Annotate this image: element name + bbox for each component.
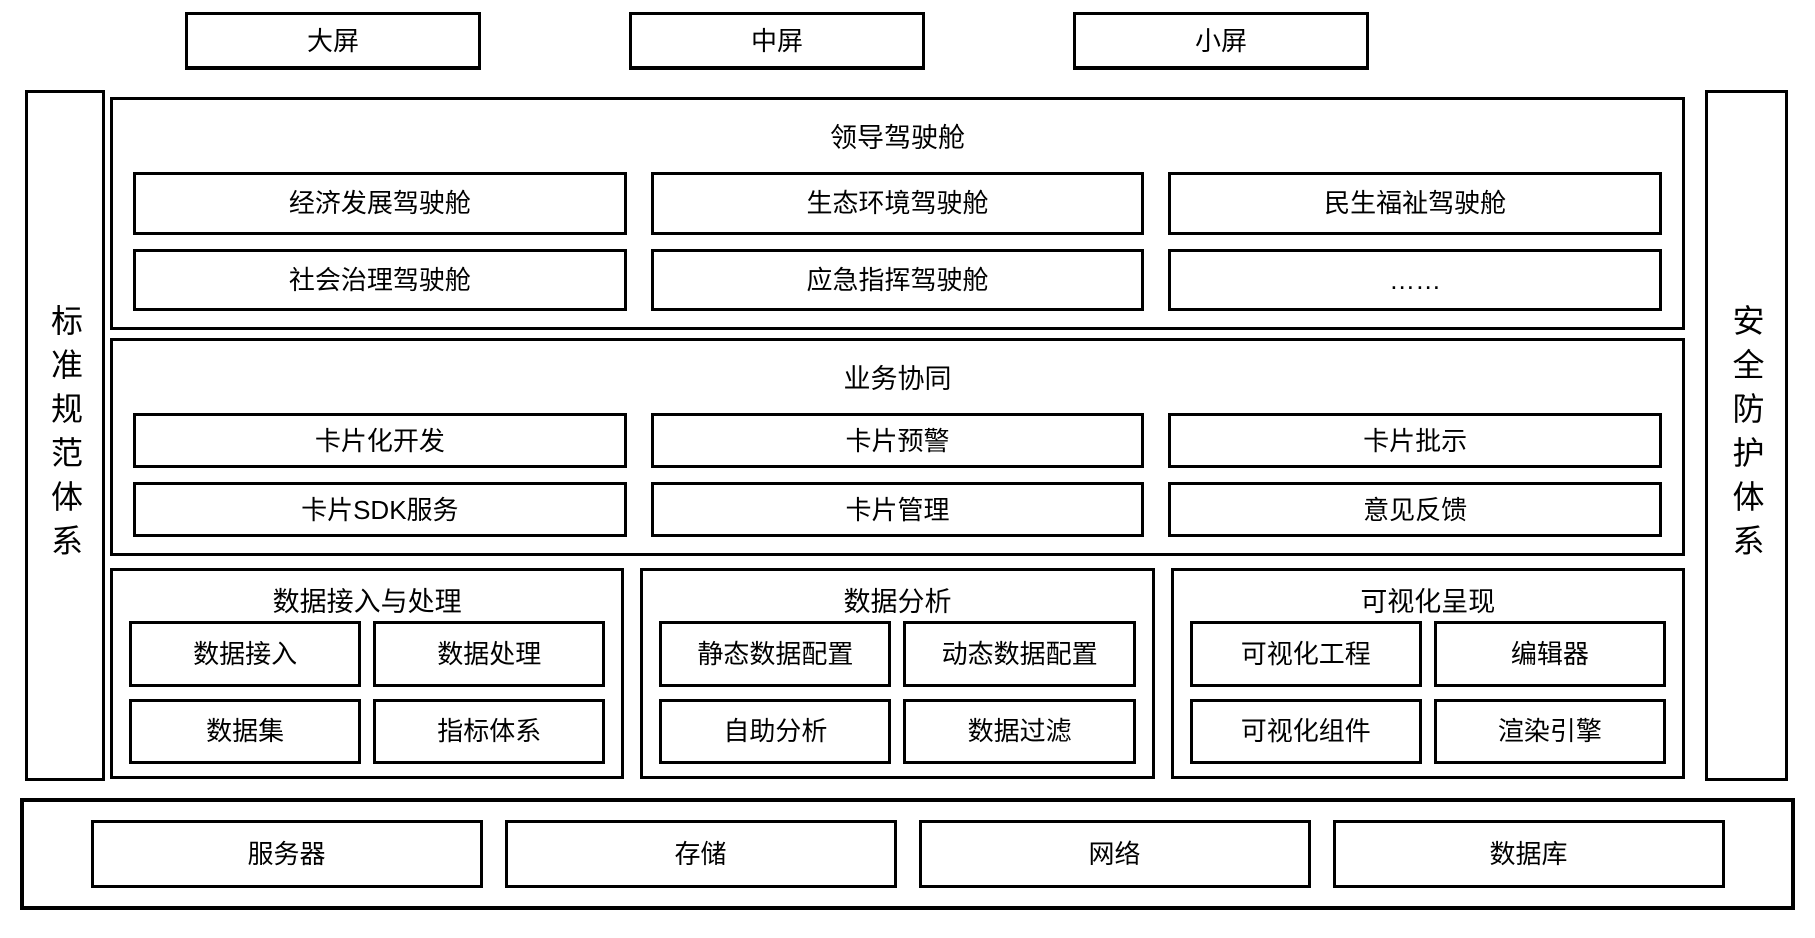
diagram-node-data-access: 数据接入 bbox=[129, 621, 362, 687]
infra-node-network: 网络 bbox=[918, 820, 1311, 888]
diagram-node-governance-cockpit: 社会治理驾驶舱 bbox=[133, 248, 627, 311]
section-leadership-cockpit: 领导驾驶舱 经济发展驾驶舱 生态环境驾驶舱 民生福祉驾驶舱 社会治理驾驶舱 应急… bbox=[110, 97, 1685, 330]
section-title: 领导驾驶舱 bbox=[830, 122, 965, 153]
capability-groups: 数据接入与处理 数据接入 数据处理 数据集 指标体系 数据分析 静态数据配置 动… bbox=[110, 568, 1685, 779]
diagram-node-data-processing: 数据处理 bbox=[373, 621, 606, 687]
infra-node-storage: 存储 bbox=[504, 820, 897, 888]
diagram-node-static-data-config: 静态数据配置 bbox=[659, 621, 892, 687]
screen-box-large: 大屏 bbox=[185, 12, 481, 70]
section-row: 经济发展驾驶舱 生态环境驾驶舱 民生福祉驾驶舱 bbox=[133, 172, 1663, 235]
diagram-node-ecology-cockpit: 生态环境驾驶舱 bbox=[650, 172, 1145, 235]
standards-system-label: 标准规范体系 bbox=[47, 303, 83, 568]
diagram-node-card-development: 卡片化开发 bbox=[133, 413, 627, 468]
group-title: 数据分析 bbox=[843, 586, 952, 617]
diagram-node-indicator-system: 指标体系 bbox=[373, 698, 606, 764]
diagram-node-dataset: 数据集 bbox=[129, 698, 362, 764]
infrastructure-band: 服务器 存储 网络 数据库 bbox=[20, 798, 1795, 910]
diagram-node-emergency-cockpit: 应急指挥驾驶舱 bbox=[650, 248, 1145, 311]
screen-box-medium-label: 中屏 bbox=[750, 25, 803, 56]
screen-box-large-label: 大屏 bbox=[306, 25, 359, 56]
diagram-node-card-sdk: 卡片SDK服务 bbox=[133, 482, 627, 537]
diagram-node-visualization-project: 可视化工程 bbox=[1189, 621, 1422, 687]
diagram-node-visualization-component: 可视化组件 bbox=[1189, 698, 1422, 764]
section-title: 业务协同 bbox=[843, 363, 952, 394]
diagram-node-welfare-cockpit: 民生福祉驾驶舱 bbox=[1168, 172, 1663, 235]
section-row: 卡片化开发 卡片预警 卡片批示 bbox=[133, 413, 1663, 468]
section-business-collaboration: 业务协同 卡片化开发 卡片预警 卡片批示 卡片SDK服务 卡片管理 意见反馈 bbox=[110, 338, 1685, 556]
diagram-node-dynamic-data-config: 动态数据配置 bbox=[903, 621, 1136, 687]
diagram-node-self-service-analysis: 自助分析 bbox=[659, 698, 892, 764]
diagram-node-data-filter: 数据过滤 bbox=[903, 698, 1136, 764]
group-title: 可视化呈现 bbox=[1360, 586, 1496, 617]
group-data-analysis: 数据分析 静态数据配置 动态数据配置 自助分析 数据过滤 bbox=[640, 568, 1155, 779]
security-system-bar: 安全防护体系 bbox=[1705, 90, 1788, 781]
screen-box-medium: 中屏 bbox=[629, 12, 925, 70]
section-row: 卡片SDK服务 卡片管理 意见反馈 bbox=[133, 482, 1663, 537]
diagram-node-feedback: 意见反馈 bbox=[1168, 482, 1663, 537]
screen-box-small-label: 小屏 bbox=[1194, 25, 1247, 56]
screen-tier: 大屏 中屏 小屏 bbox=[185, 12, 1369, 70]
diagram-node-card-instruction: 卡片批示 bbox=[1168, 413, 1663, 468]
standards-system-bar: 标准规范体系 bbox=[25, 90, 105, 781]
diagram-node-editor: 编辑器 bbox=[1433, 621, 1666, 687]
group-grid: 静态数据配置 动态数据配置 自助分析 数据过滤 bbox=[659, 621, 1136, 764]
group-title: 数据接入与处理 bbox=[272, 586, 462, 617]
diagram-node-ellipsis: …… bbox=[1168, 248, 1663, 311]
diagram-node-card-alert: 卡片预警 bbox=[650, 413, 1145, 468]
section-row: 社会治理驾驶舱 应急指挥驾驶舱 …… bbox=[133, 248, 1663, 311]
diagram-node-economy-cockpit: 经济发展驾驶舱 bbox=[133, 172, 627, 235]
screen-box-small: 小屏 bbox=[1073, 12, 1369, 70]
infra-node-database: 数据库 bbox=[1332, 820, 1725, 888]
group-grid: 数据接入 数据处理 数据集 指标体系 bbox=[129, 621, 606, 764]
diagram-node-render-engine: 渲染引擎 bbox=[1433, 698, 1666, 764]
group-grid: 可视化工程 编辑器 可视化组件 渲染引擎 bbox=[1189, 621, 1666, 764]
group-data-access: 数据接入与处理 数据接入 数据处理 数据集 指标体系 bbox=[110, 568, 625, 779]
security-system-label: 安全防护体系 bbox=[1728, 303, 1765, 568]
infra-node-server: 服务器 bbox=[90, 820, 483, 888]
group-visualization: 可视化呈现 可视化工程 编辑器 可视化组件 渲染引擎 bbox=[1170, 568, 1685, 779]
diagram-node-card-management: 卡片管理 bbox=[650, 482, 1145, 537]
